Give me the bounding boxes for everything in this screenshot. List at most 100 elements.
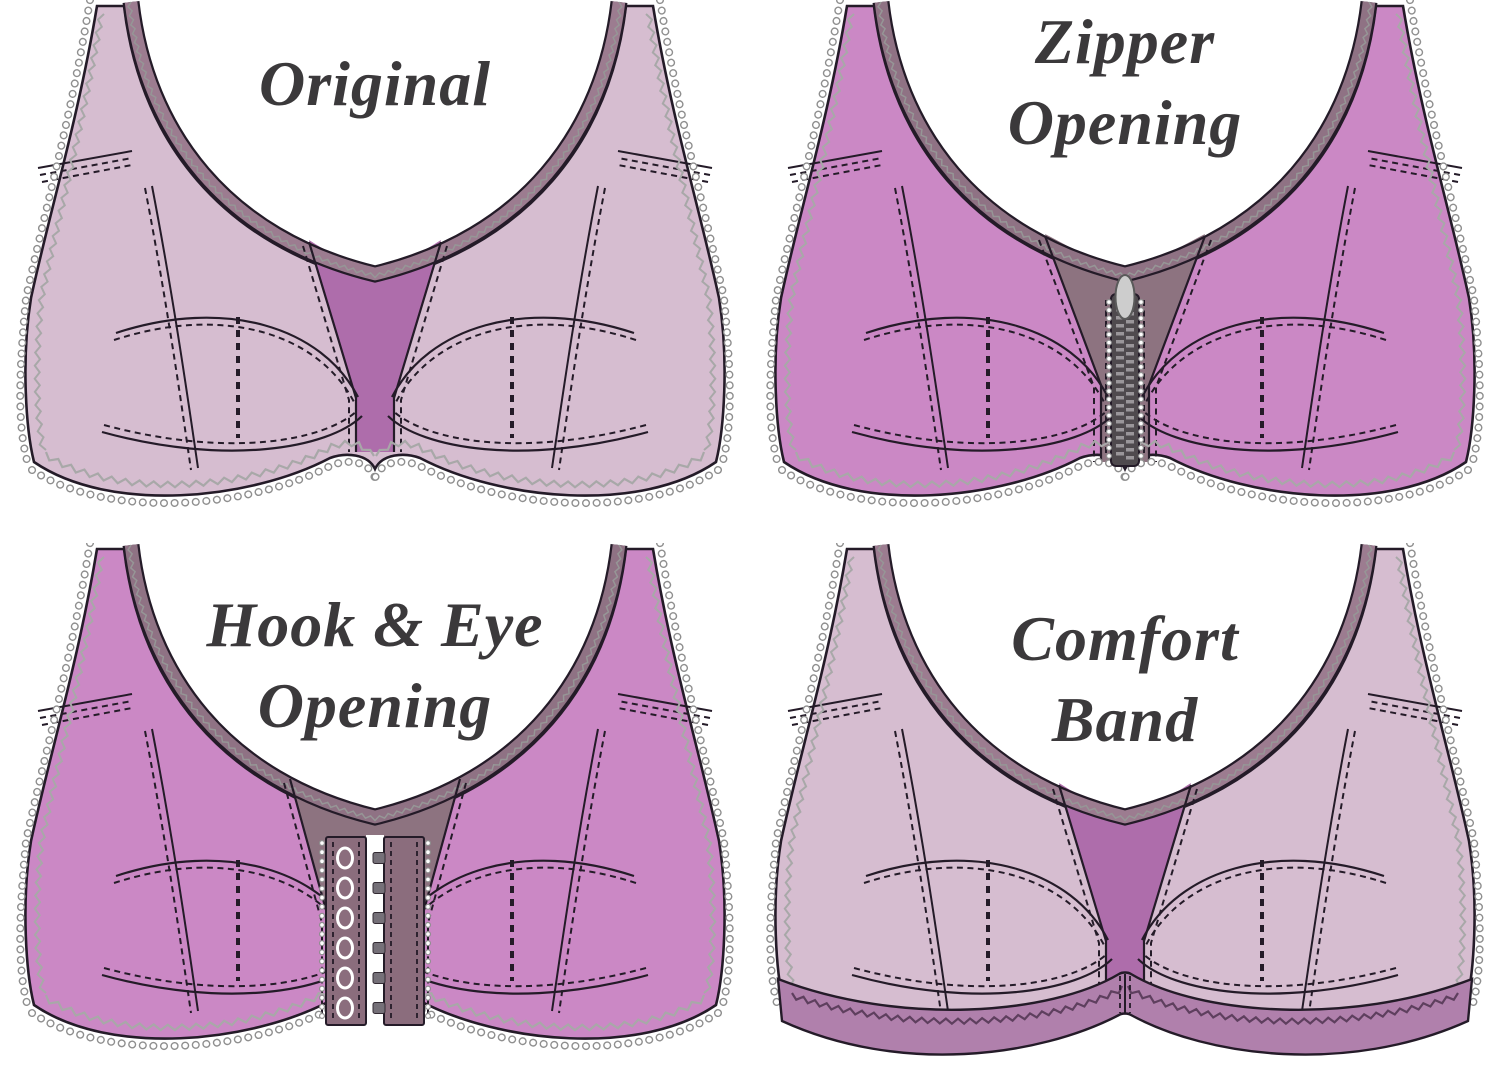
lower-cup-seam (1137, 958, 1399, 995)
seam-line (144, 730, 192, 1014)
seam-line (551, 185, 599, 469)
seam-line (39, 157, 133, 176)
hook (372, 1002, 386, 1014)
armhole-zigzag-stitch (645, 556, 717, 994)
comfort-band (776, 971, 1474, 1056)
seam-line (1150, 788, 1198, 995)
seam-line (1301, 728, 1349, 1012)
seam-line (853, 952, 1109, 988)
trim-zigzag-stitch (127, 1, 623, 279)
panel-edge-seam (1147, 235, 1207, 462)
seam-line (617, 157, 711, 176)
center-front-panel (309, 240, 441, 452)
seam-line (395, 866, 637, 946)
seam-line (151, 728, 199, 1012)
bra-card-original: Original (0, 0, 750, 543)
seam-line (1141, 952, 1397, 988)
eye-loop (336, 936, 354, 960)
armhole-zigzag-stitch (783, 13, 855, 451)
seam-line (558, 187, 606, 471)
eye-loop (336, 876, 354, 900)
armhole-zigzag-stitch (783, 556, 855, 994)
seam-line (863, 323, 1105, 403)
bra-card-zipper-opening: Zipper Opening (750, 0, 1500, 543)
seam-line (1145, 323, 1387, 403)
seam-line (894, 730, 942, 1014)
lower-cup-seam (851, 958, 1113, 995)
eye-loop (336, 846, 354, 870)
eye-loop (336, 966, 354, 990)
seam-line (558, 730, 606, 1014)
bra-illustration-hook-eye-opening (16, 543, 734, 1051)
zipper-closure (1105, 274, 1145, 467)
hem-zigzag-stitch (1125, 439, 1456, 489)
bra-illustration-zipper-opening (766, 0, 1484, 508)
left-half-seams (766, 543, 1113, 1014)
seam-line (1145, 866, 1387, 946)
band-zigzag-stitch (1126, 985, 1459, 1026)
hook-band (383, 836, 425, 1026)
zipper-pull (1114, 274, 1136, 320)
lower-cup-seam (851, 415, 1113, 452)
seam-line (853, 409, 1109, 445)
hook-and-eye-closure (319, 835, 431, 1027)
hook (372, 942, 386, 954)
seam-line (103, 409, 359, 445)
armhole-zigzag-stitch (1395, 556, 1467, 994)
hook (372, 882, 386, 894)
seam-line (789, 157, 883, 176)
seam-line (617, 700, 711, 719)
seam-line (901, 728, 949, 1012)
seam-line (144, 187, 192, 471)
hook (372, 912, 386, 924)
seam-line (39, 700, 133, 719)
seam-line (901, 185, 949, 469)
armhole-zigzag-stitch (645, 13, 717, 451)
seam-line (395, 323, 637, 403)
seam-line (1141, 409, 1397, 445)
seam-line (1367, 700, 1461, 719)
right-half-seams (1137, 543, 1484, 1014)
armhole-zigzag-stitch (33, 556, 105, 994)
bra-card-hook-eye-opening: Hook & Eye Opening (0, 543, 750, 1086)
seam-line (1308, 730, 1356, 1014)
seam-line (551, 728, 599, 1012)
seam-line (1052, 788, 1100, 995)
seam-line (113, 323, 355, 403)
center-front-panel (1059, 783, 1191, 995)
hem-zigzag-stitch (794, 439, 1125, 489)
lower-cup-seam (1137, 415, 1399, 452)
armhole-zigzag-stitch (1395, 13, 1467, 451)
band-zigzag-stitch (791, 985, 1124, 1026)
seam-line (789, 700, 883, 719)
panel-edge-seam (1043, 235, 1103, 462)
bra-illustration-comfort-band (766, 543, 1484, 1056)
left-half-seams (16, 0, 379, 508)
neckline-trim-band (122, 544, 628, 826)
trim-zigzag-stitch (127, 544, 623, 822)
panel-edge-seam (392, 241, 443, 452)
seam-line (391, 409, 647, 445)
hem-zigzag-stitch (44, 439, 375, 489)
panel-edge-seam (307, 241, 358, 452)
seam-line (894, 187, 942, 471)
lower-cup-seam (101, 415, 363, 452)
hook (372, 852, 386, 864)
seam-line (113, 866, 355, 946)
right-half-seams (371, 0, 734, 508)
seam-line (1367, 157, 1461, 176)
seam-line (151, 185, 199, 469)
upper-cup-seam (1141, 316, 1385, 398)
neckline-trim-band (872, 544, 1378, 826)
left-half-seams (766, 0, 1129, 508)
bra-illustration-original (16, 0, 734, 508)
neckline-trim-band (122, 1, 628, 283)
trim-zigzag-stitch (877, 544, 1373, 822)
seam-line (863, 866, 1105, 946)
panel-edge-seam (1057, 784, 1108, 995)
panel-edge-seam (1142, 784, 1193, 995)
eye-loop (336, 906, 354, 930)
seam-line (1308, 187, 1356, 471)
armhole-zigzag-stitch (33, 13, 105, 451)
